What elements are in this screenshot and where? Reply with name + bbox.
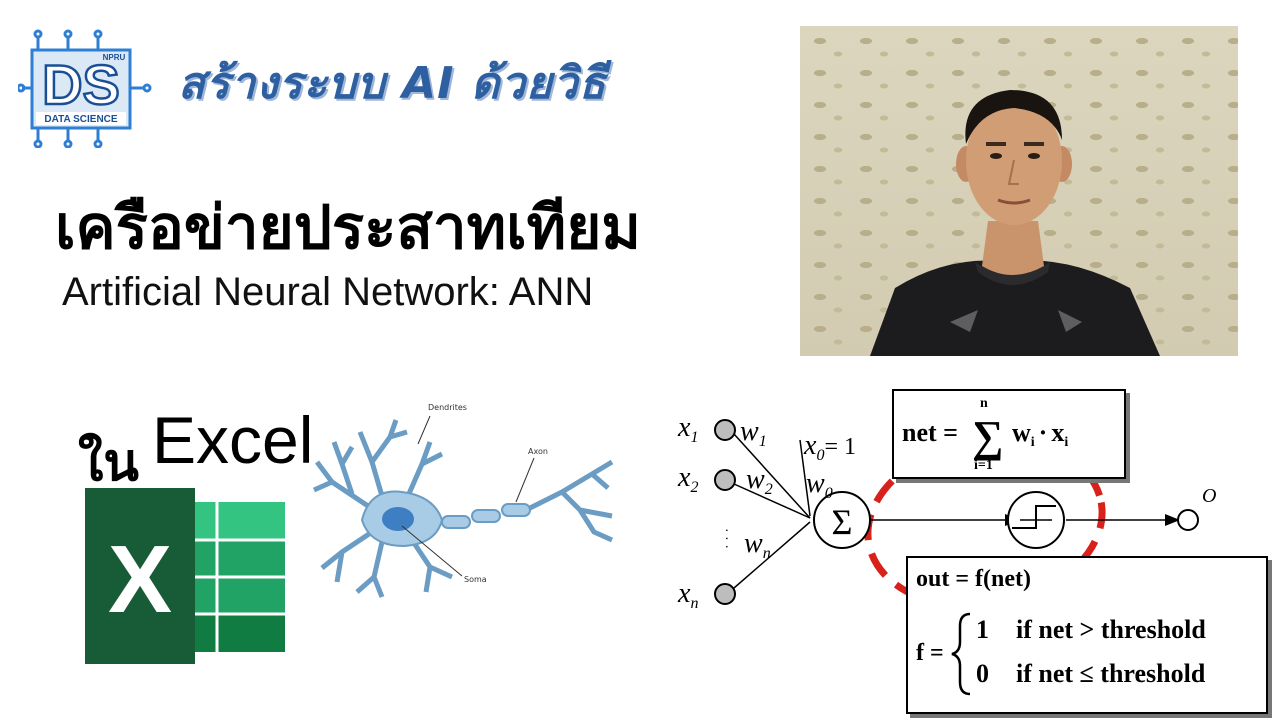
- title-line-2: เครือข่ายประสาทเทียม: [55, 193, 641, 263]
- svg-text:Soma: Soma: [464, 575, 487, 584]
- svg-text:wn: wn: [744, 528, 771, 562]
- out-formula-box: out = f(net) f = 1 if net > threshold 0 …: [906, 556, 1268, 714]
- svg-text:DS: DS: [42, 53, 120, 116]
- svg-text:w0: w0: [806, 468, 833, 502]
- svg-text:1: 1: [976, 615, 989, 644]
- svg-text:x0= 1: x0= 1: [803, 430, 856, 464]
- svg-text:n: n: [980, 396, 988, 411]
- svg-text:net =: net =: [902, 418, 958, 447]
- svg-text:f =: f =: [916, 640, 944, 666]
- svg-text:w1: w1: [740, 416, 767, 450]
- presenter-figure: [870, 90, 1160, 356]
- svg-text:DATA SCIENCE: DATA SCIENCE: [44, 114, 117, 125]
- title-line-3: Artificial Neural Network: ANN: [62, 270, 594, 314]
- svg-text:Axon: Axon: [528, 447, 548, 456]
- svg-text:w2: w2: [746, 464, 773, 498]
- svg-text:· · ·: · · ·: [718, 528, 733, 549]
- in-label: ใน: [78, 433, 139, 493]
- svg-text:out = f(net): out = f(net): [916, 566, 1031, 592]
- neuron-illustration: Dendrites Axon Soma: [312, 403, 614, 598]
- svg-text:x1: x1: [677, 412, 698, 446]
- svg-text:∑: ∑: [972, 412, 1003, 461]
- svg-text:X: X: [108, 526, 172, 633]
- svg-text:if net > threshold: if net > threshold: [1016, 615, 1206, 644]
- svg-text:x2: x2: [677, 462, 698, 496]
- excel-icon: X: [85, 488, 285, 664]
- perceptron-diagram: Σ O x1 x2 xn w1 w2 wn x0= 1 w0 · · ·: [677, 412, 1216, 612]
- net-formula-box: net = ∑ n i=1 wi·xi: [892, 389, 1126, 479]
- svg-text:i=1: i=1: [974, 458, 993, 473]
- out-formula: out = f(net) f = 1 if net > threshold 0 …: [916, 566, 1206, 696]
- svg-text:Σ: Σ: [832, 502, 853, 542]
- svg-text:xn: xn: [677, 578, 698, 612]
- net-formula: net = ∑ n i=1 wi·xi: [902, 396, 1068, 473]
- ds-logo: DS NPRU DATA SCIENCE: [18, 29, 152, 148]
- svg-text:wi·xi: wi·xi: [1012, 418, 1068, 450]
- svg-text:NPRU: NPRU: [103, 53, 126, 62]
- svg-text:0: 0: [976, 659, 989, 688]
- presenter-photo: [800, 26, 1238, 356]
- svg-text:if net ≤ threshold: if net ≤ threshold: [1016, 659, 1206, 688]
- svg-text:Dendrites: Dendrites: [428, 403, 467, 412]
- title-line-1: สร้างระบบ AI ด้วยวิธี: [178, 58, 607, 109]
- svg-text:O: O: [1202, 485, 1216, 507]
- excel-label: Excel: [152, 403, 314, 477]
